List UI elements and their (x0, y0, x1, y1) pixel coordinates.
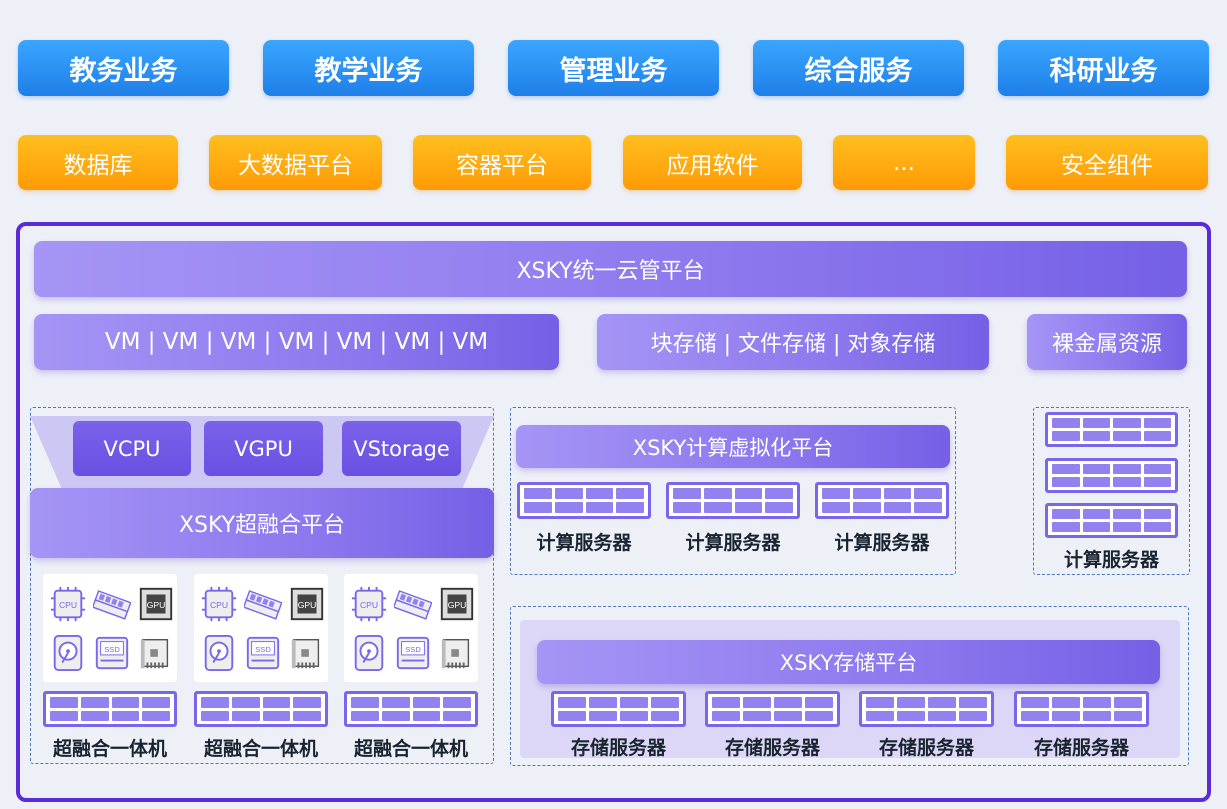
storage-server[interactable] (705, 691, 840, 727)
storage-server[interactable] (551, 691, 686, 727)
storage-server-label: 存储服务器 (570, 737, 666, 759)
ssd-icon-text: SSD (255, 645, 271, 654)
cpu-icon: CPU (351, 586, 387, 621)
ssd-icon-text: SSD (104, 645, 120, 654)
hci-node-label: 超融合一体机 (203, 738, 318, 760)
network-card-icon (441, 638, 470, 668)
bare-metal-server[interactable] (1045, 458, 1178, 493)
business-item-3[interactable]: 综合服务 (753, 40, 964, 96)
hci-hardware-card: CPU GPU SSD (344, 574, 478, 682)
hci-node-server[interactable] (344, 691, 478, 727)
software-item-1[interactable]: 大数据平台 (209, 135, 382, 190)
bare-metal-bar[interactable]: 裸金属资源 (1027, 314, 1187, 370)
compute-server[interactable] (666, 482, 800, 519)
hci-node-label: 超融合一体机 (353, 738, 468, 760)
software-item-2[interactable]: 容器平台 (413, 135, 591, 190)
hci-node-label: 超融合一体机 (52, 738, 167, 760)
ssd-icon: SSD (396, 636, 430, 669)
compute-server[interactable] (815, 482, 949, 519)
gpu-icon: GPU (139, 587, 173, 620)
hard-disk-icon (204, 634, 234, 671)
compute-server-label: 计算服务器 (834, 532, 930, 554)
software-item-3[interactable]: 应用软件 (623, 135, 802, 190)
business-item-1[interactable]: 教学业务 (263, 40, 474, 96)
storage-section (510, 606, 1189, 766)
software-item-4[interactable]: ... (833, 135, 975, 190)
storage-platform-bar[interactable]: XSKY存储平台 (537, 640, 1160, 684)
bare-metal-section (1033, 407, 1190, 575)
hci-platform-bar[interactable]: XSKY超融合平台 (30, 488, 494, 558)
ssd-icon: SSD (246, 636, 280, 669)
hard-disk-icon (53, 634, 83, 671)
network-card-icon (140, 638, 169, 668)
hci-hardware-card: CPU GPU SSD (43, 574, 177, 682)
business-item-2[interactable]: 管理业务 (508, 40, 719, 96)
software-item-5[interactable]: 安全组件 (1006, 135, 1208, 190)
gpu-icon-text: GPU (147, 599, 166, 609)
compute-server-label: 计算服务器 (536, 532, 632, 554)
gpu-icon-text: GPU (298, 599, 317, 609)
compute-section (510, 407, 956, 575)
memory-icon (93, 589, 131, 620)
gpu-icon-text: GPU (448, 599, 467, 609)
hci-hardware-card: CPU GPU SSD (194, 574, 328, 682)
hard-disk-icon (354, 634, 384, 671)
business-item-4[interactable]: 科研业务 (998, 40, 1209, 96)
cloud-platform-bar[interactable]: XSKY统一云管平台 (34, 241, 1187, 297)
cpu-icon: CPU (50, 586, 86, 621)
hci-node-server[interactable] (43, 691, 177, 727)
gpu-icon: GPU (290, 587, 324, 620)
ssd-icon-text: SSD (405, 645, 421, 654)
storage-types-bar[interactable]: 块存储 | 文件存储 | 对象存储 (597, 314, 989, 370)
storage-server-label: 存储服务器 (724, 737, 820, 759)
hci-node-server[interactable] (194, 691, 328, 727)
compute-server-label: 计算服务器 (685, 532, 781, 554)
storage-server[interactable] (1014, 691, 1149, 727)
bare-metal-server-label: 计算服务器 (1063, 549, 1159, 571)
ssd-icon: SSD (95, 636, 129, 669)
storage-server-label: 存储服务器 (1033, 737, 1129, 759)
bare-metal-server[interactable] (1045, 503, 1178, 538)
vstorage-box[interactable]: VStorage (342, 421, 461, 476)
network-card-icon (291, 638, 320, 668)
vm-bar[interactable]: VM | VM | VM | VM | VM | VM | VM (34, 314, 559, 370)
storage-server-label: 存储服务器 (878, 737, 974, 759)
cpu-icon-text: CPU (210, 599, 228, 609)
business-item-0[interactable]: 教务业务 (18, 40, 229, 96)
memory-icon (394, 589, 432, 620)
gpu-icon: GPU (440, 587, 474, 620)
compute-platform-bar[interactable]: XSKY计算虚拟化平台 (516, 425, 950, 468)
cpu-icon-text: CPU (360, 599, 378, 609)
compute-server[interactable] (517, 482, 651, 519)
vgpu-box[interactable]: VGPU (204, 421, 323, 476)
cpu-icon: CPU (201, 586, 237, 621)
storage-server[interactable] (859, 691, 994, 727)
software-item-0[interactable]: 数据库 (18, 135, 178, 190)
memory-icon (244, 589, 282, 620)
hci-section (30, 407, 494, 764)
cpu-icon-text: CPU (59, 599, 77, 609)
vcpu-box[interactable]: VCPU (73, 421, 191, 476)
bare-metal-server[interactable] (1045, 412, 1178, 447)
